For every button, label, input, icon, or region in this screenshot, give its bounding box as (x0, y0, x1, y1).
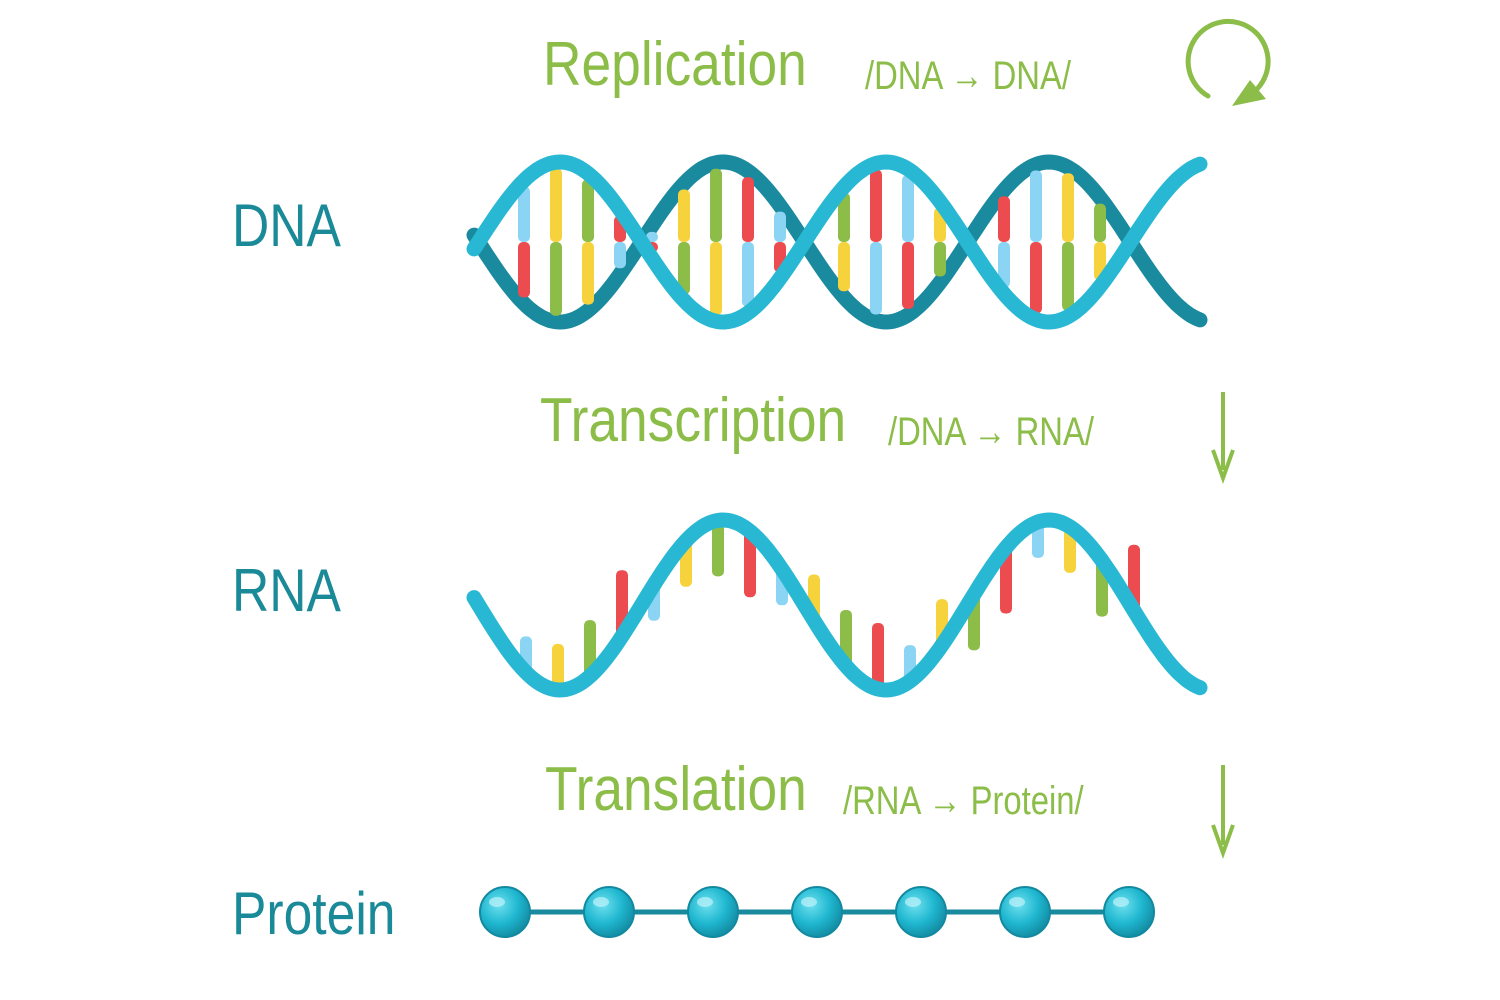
rna-single-strand (466, 512, 1208, 698)
dna-base (870, 169, 882, 242)
dna-base (614, 242, 626, 269)
dna-base (998, 196, 1010, 242)
rna-base (712, 518, 724, 577)
rna-bases (520, 518, 1140, 692)
dna-base (838, 192, 850, 242)
amino-acid-bead (791, 886, 843, 938)
dna-base (998, 242, 1010, 288)
amino-acid-bead (999, 886, 1051, 938)
dna-base (1030, 170, 1042, 242)
amino-acid-bead (1103, 886, 1155, 938)
dna-base (518, 242, 530, 298)
dna-base (550, 242, 562, 316)
dna-label: DNA (232, 192, 341, 259)
dna-base (774, 211, 786, 242)
dna-base (838, 242, 850, 292)
transcription-heading: Transcription /DNA → RNA/ (540, 386, 1094, 455)
protein-label: Protein (232, 880, 396, 947)
dna-backbone-strand (466, 154, 1208, 330)
dna-double-helix (466, 154, 1208, 330)
dna-base (870, 242, 882, 315)
transcription-title: Transcription (540, 386, 847, 455)
replication-equation: /DNA → DNA/ (865, 54, 1071, 98)
dna-base (550, 168, 562, 242)
transcription-equation: /DNA → RNA/ (888, 410, 1094, 454)
dna-base (582, 242, 594, 305)
dna-backbone-strand (466, 154, 1208, 330)
amino-acid-bead (687, 886, 739, 938)
down-arrow-icon (1211, 392, 1235, 484)
amino-acid-bead (479, 886, 531, 938)
protein-chain (479, 886, 1155, 938)
dna-base (902, 175, 914, 242)
dna-base (934, 242, 946, 277)
rna-backbone-strand (466, 512, 1208, 698)
dna-base (742, 177, 754, 242)
dna-base (710, 168, 722, 242)
amino-acid-bead (583, 886, 635, 938)
dna-base (1062, 173, 1074, 242)
translation-equation: /RNA → Protein/ (843, 779, 1084, 823)
translation-title: Translation (545, 755, 807, 824)
dna-base (678, 189, 690, 242)
dna-base (678, 242, 690, 295)
dna-base (742, 242, 754, 307)
rna-base (872, 622, 884, 691)
replication-title: Replication (543, 30, 807, 99)
translation-heading: Translation /RNA → Protein/ (545, 755, 1084, 824)
dna-base (902, 242, 914, 309)
dna-base (518, 186, 530, 242)
rna-base (744, 529, 756, 598)
dna-base (1062, 242, 1074, 311)
dna-base (646, 231, 658, 242)
dna-base (1094, 203, 1106, 242)
circular-arrow-icon (1185, 18, 1271, 106)
dna-base (710, 242, 722, 316)
rna-base (552, 643, 564, 692)
rna-label: RNA (232, 557, 341, 624)
dna-base (1030, 242, 1042, 314)
dna-base (582, 179, 594, 242)
down-arrow-icon (1211, 765, 1235, 859)
amino-acid-bead (895, 886, 947, 938)
replication-heading: Replication /DNA → DNA/ (543, 30, 1071, 99)
dna-base-pairs (518, 168, 1106, 316)
